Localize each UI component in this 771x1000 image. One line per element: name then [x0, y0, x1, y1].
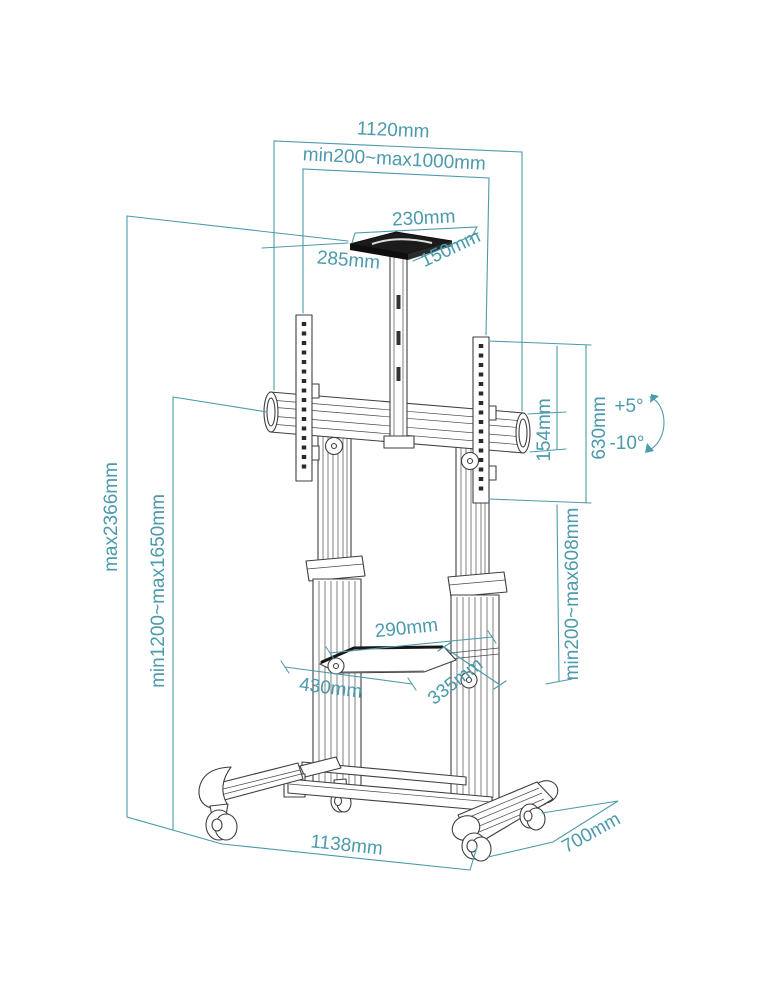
dim-label-lower-range: min200~max608mm [562, 508, 583, 681]
dim-label-bar-height: 154mm [534, 398, 555, 461]
dim-label-base-depth: 700mm [559, 809, 625, 858]
tilt-arc [647, 396, 665, 452]
knob-right-shelf [460, 671, 478, 689]
dim-label-top-width: 1120mm [357, 118, 430, 142]
knob-left-upper [324, 436, 344, 456]
dim-line-plate-width [351, 226, 478, 244]
collar-right [447, 571, 508, 598]
knob-left-shelf [327, 657, 345, 675]
dim-line-lower-range [556, 504, 560, 682]
caster-front-right [461, 832, 492, 862]
tv-stand-drawing [198, 231, 559, 862]
dim-line-top-width [273, 140, 523, 412]
base-foot-right [451, 780, 559, 862]
dim-label-tilt-up: +5° [614, 396, 643, 417]
dim-label-plate-left: 285mm [316, 247, 381, 273]
dim-label-shelf-width: 290mm [374, 615, 439, 643]
caster-front-left [205, 809, 238, 841]
dim-line-plate-left [261, 242, 349, 249]
dim-line-plate-right [412, 232, 479, 262]
dim-line-total-height [126, 215, 349, 845]
dimension-lines [126, 140, 665, 871]
dim-line-base-depth [487, 800, 619, 858]
dim-line-mount-range [302, 168, 490, 336]
dim-label-plate-width: 230mm [392, 206, 456, 230]
dim-label-base-width: 1138mm [309, 831, 383, 859]
dim-label-total-height: max2366mm [101, 462, 122, 572]
knob-right-upper [460, 451, 480, 471]
dimension-labels: 1120mm min200~max1000mm 230mm 285mm 150m… [101, 118, 645, 859]
dim-line-shelf-outer [284, 666, 413, 685]
dim-line-height-range [172, 396, 268, 831]
dim-label-plate-right: 150mm [418, 226, 484, 272]
vesa-bracket-left [295, 314, 320, 482]
tilt-arc-arrowheads [645, 394, 659, 453]
lower-column-left [312, 578, 362, 793]
dim-line-base-width [221, 843, 471, 871]
dim-line-shelf-depth [443, 646, 501, 686]
dim-label-bracket-height: 630mm [589, 396, 610, 459]
vesa-bracket-right [472, 336, 497, 504]
center-pole [383, 251, 415, 449]
dim-label-height-range: min1200~max1650mm [148, 494, 169, 688]
top-plate [349, 231, 453, 260]
lower-column-right [450, 594, 500, 801]
caster-rear-right [519, 803, 546, 831]
collar-left [305, 555, 366, 582]
dim-label-tilt-down: -10° [609, 433, 644, 454]
dim-line-shelf-width [329, 636, 493, 654]
base-foot-left [198, 762, 304, 841]
